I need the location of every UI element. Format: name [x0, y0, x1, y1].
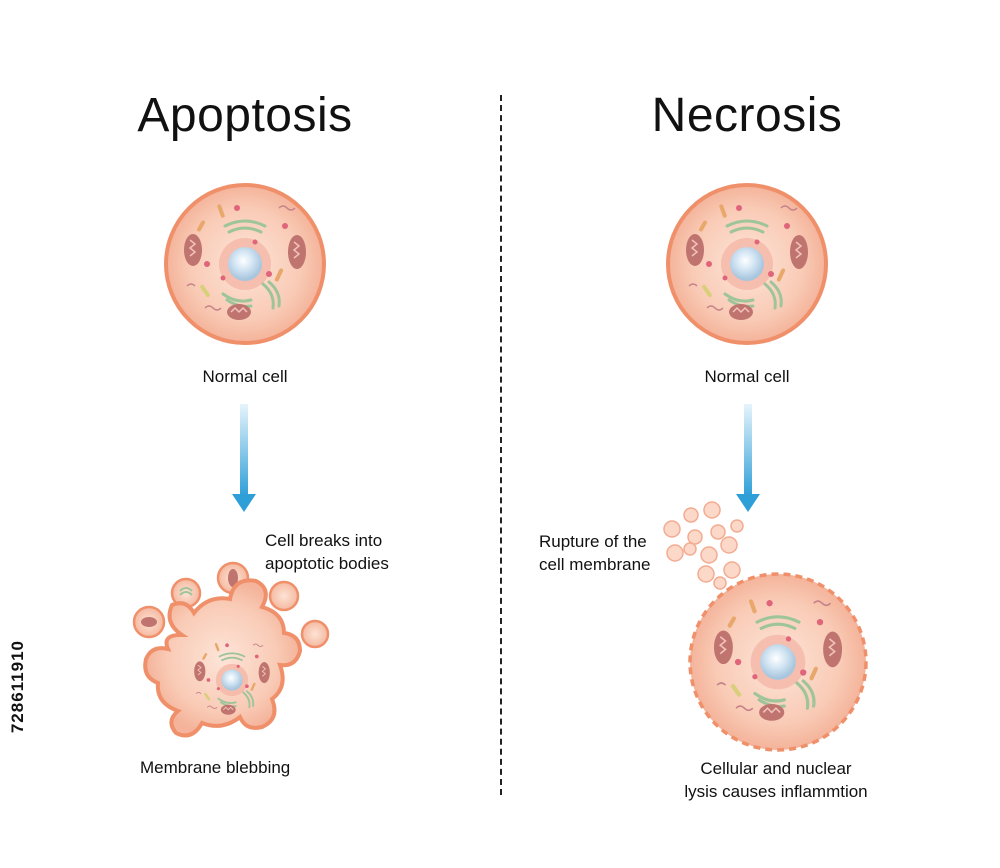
rupture-label-line1: Rupture of the	[539, 532, 647, 551]
necrosis-title: Necrosis	[651, 89, 843, 142]
center-dashed-divider	[500, 95, 502, 795]
apoptotic-bodies-label-line2: apoptotic bodies	[265, 554, 389, 573]
rupture-label-line2: cell membrane	[539, 555, 651, 574]
apoptosis-arrow	[232, 404, 256, 512]
rupture-particles	[663, 501, 744, 590]
apoptotic-bodies-label-line1: Cell breaks into	[265, 531, 383, 550]
lysis-label-line2: lysis causes inflammtion	[684, 782, 868, 801]
necrosis-arrow	[736, 404, 760, 512]
blebbing-cell	[143, 578, 303, 738]
necrosis-normal-cell-label: Normal cell	[704, 367, 790, 386]
apoptosis-normal-cell	[164, 183, 326, 345]
image-id-tag: 728611910	[8, 640, 27, 734]
apoptosis-title: Apoptosis	[137, 89, 353, 142]
membrane-blebbing-label: Membrane blebbing	[140, 758, 291, 777]
apoptosis-normal-cell-label: Normal cell	[202, 367, 288, 386]
necrotic-cell	[688, 572, 868, 752]
lysis-label-line1: Cellular and nuclear	[700, 759, 852, 778]
necrosis-normal-cell	[666, 183, 828, 345]
apoptotic-bodies	[132, 561, 330, 649]
